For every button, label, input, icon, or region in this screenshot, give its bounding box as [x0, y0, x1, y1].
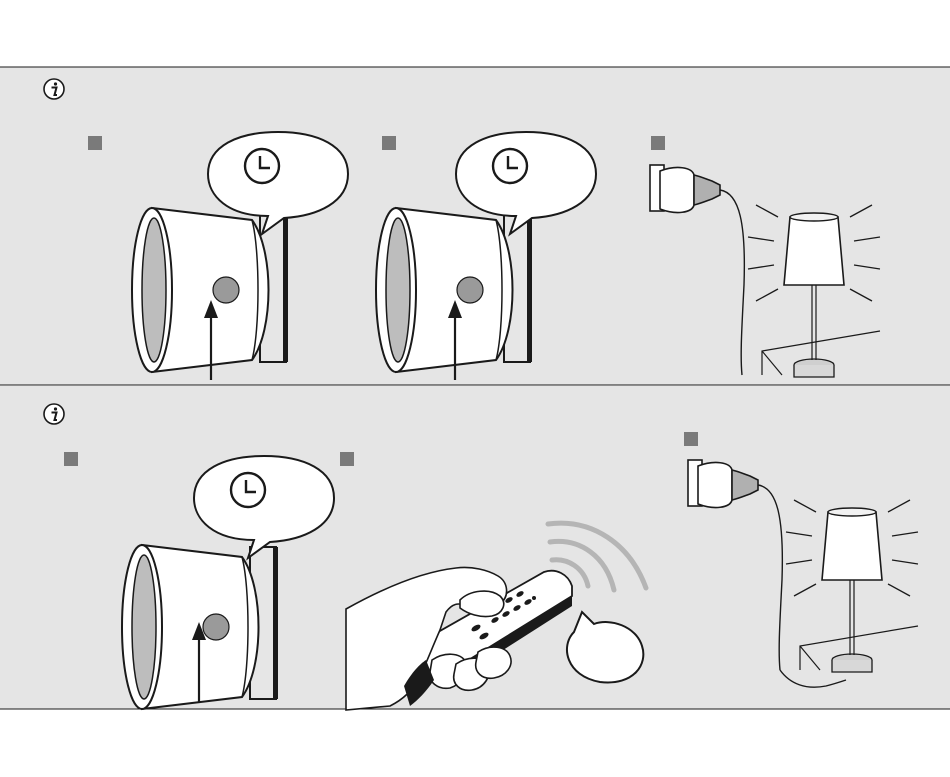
panel-1 — [0, 67, 950, 385]
info-icon — [44, 79, 64, 99]
step-marker — [684, 432, 698, 446]
info-icon — [44, 404, 64, 424]
step-marker — [382, 136, 396, 150]
step-marker — [340, 452, 354, 466]
step-marker — [88, 136, 102, 150]
panel-2 — [0, 386, 950, 710]
step-marker — [64, 452, 78, 466]
step-marker — [651, 136, 665, 150]
